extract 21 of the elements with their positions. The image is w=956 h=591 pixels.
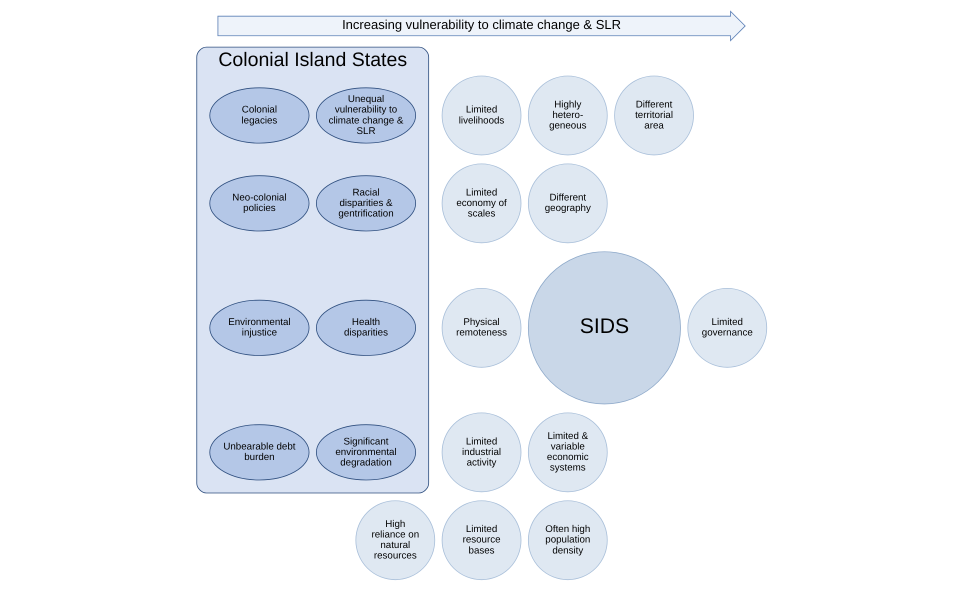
- node-circle: Limited industrial activity: [441, 412, 521, 492]
- node-ellipse: Unequal vulnerability to climate change & SLR: [315, 87, 416, 144]
- node-circle: Often high population density: [527, 500, 608, 580]
- node-circle: Limited resource bases: [441, 500, 521, 580]
- node-ellipse: Colonial legacies: [208, 87, 309, 144]
- node-circle: Limited & variable economic systems: [527, 412, 608, 492]
- node-circle: Highly hetero- geneous: [527, 76, 608, 156]
- node-circle: Different territorial area: [614, 76, 694, 156]
- node-ellipse: Unbearable debt burden: [208, 424, 309, 480]
- node-ellipse: Neo-colonial policies: [208, 175, 309, 232]
- node-ellipse: Significant environmental degradation: [315, 424, 416, 480]
- node-circle: Limited economy of scales: [441, 163, 521, 244]
- node-ellipse: Health disparities: [315, 300, 416, 356]
- node-circle: High reliance on natural resources: [354, 500, 435, 580]
- node-circle: Different geography: [527, 163, 608, 244]
- node-ellipse: Racial disparities & gentrification: [315, 175, 416, 232]
- node-circle: SIDS: [527, 251, 680, 404]
- node-circle: Physical remoteness: [441, 288, 521, 368]
- node-circle: Limited livelihoods: [441, 76, 521, 156]
- node-circle: Limited governance: [686, 288, 767, 368]
- node-ellipse: Environmental injustice: [208, 300, 309, 356]
